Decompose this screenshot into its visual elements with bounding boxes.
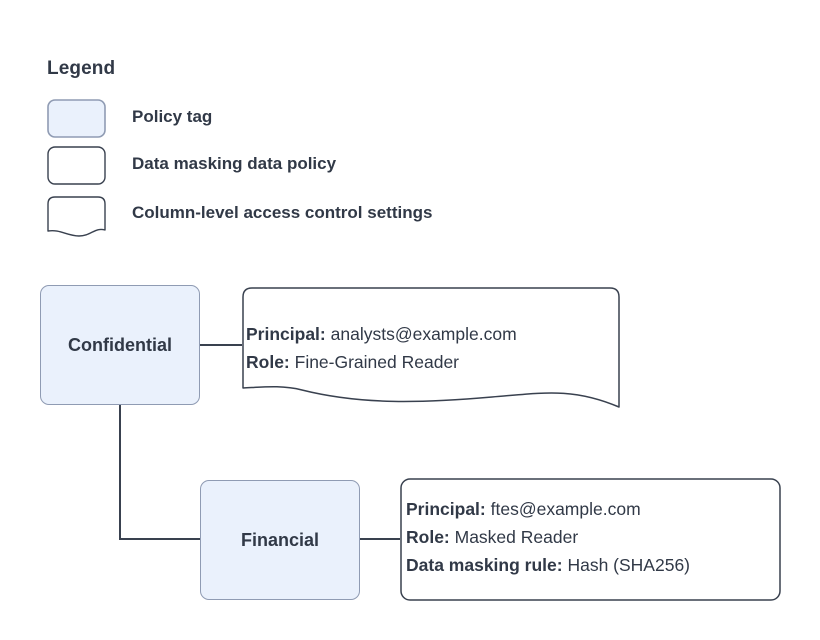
callout-financial-masking-policy[interactable] [400,478,781,601]
callout-financial-key-1: Role: [406,527,450,547]
callout-financial-key-2: Data masking rule: [406,555,563,575]
callout-confidential-value-1: Fine-Grained Reader [294,352,460,372]
legend-swatch-data-masking-policy [47,146,106,185]
callout-financial-line-2: Data masking rule: Hash (SHA256) [406,551,690,579]
node-financial-label: Financial [240,529,320,550]
callout-confidential-key-0: Principal: [246,324,326,344]
callout-confidential-key-1: Role: [246,352,290,372]
callout-financial-value-1: Masked Reader [454,527,579,547]
callout-financial-text: Principal: ftes@example.com Role: Masked… [406,495,690,579]
callout-confidential-line-1: Role: Fine-Grained Reader [246,348,517,376]
callout-financial-shape [400,478,781,601]
connector-financial-to-callout [360,538,400,540]
node-financial[interactable]: Financial [200,480,360,600]
callout-confidential-text: Principal: analysts@example.com Role: Fi… [246,320,517,376]
connector-confidential-to-financial-vertical [119,405,121,540]
legend-swatch-column-level-access [47,196,106,237]
callout-financial-value-2: Hash (SHA256) [567,555,691,575]
legend-swatch-policy-tag [47,99,106,138]
legend-label-policy-tag: Policy tag [132,107,213,126]
legend-label-column-level-access: Column-level access control settings [132,203,433,222]
connector-confidential-to-financial-horizontal [119,538,201,540]
legend-title: Legend [47,58,116,79]
callout-financial-line-1: Role: Masked Reader [406,523,690,551]
connector-confidential-to-callout [200,344,242,346]
callout-financial-value-0: ftes@example.com [490,499,641,519]
callout-confidential-value-0: analysts@example.com [330,324,517,344]
callout-confidential-access-settings[interactable] [242,287,620,411]
node-confidential-label: Confidential [68,334,172,355]
callout-financial-line-0: Principal: ftes@example.com [406,495,690,523]
callout-financial-key-0: Principal: [406,499,486,519]
legend-label-data-masking-policy: Data masking data policy [132,154,337,173]
node-confidential[interactable]: Confidential [40,285,200,405]
callout-confidential-line-0: Principal: analysts@example.com [246,320,517,348]
callout-confidential-shape [242,287,620,408]
